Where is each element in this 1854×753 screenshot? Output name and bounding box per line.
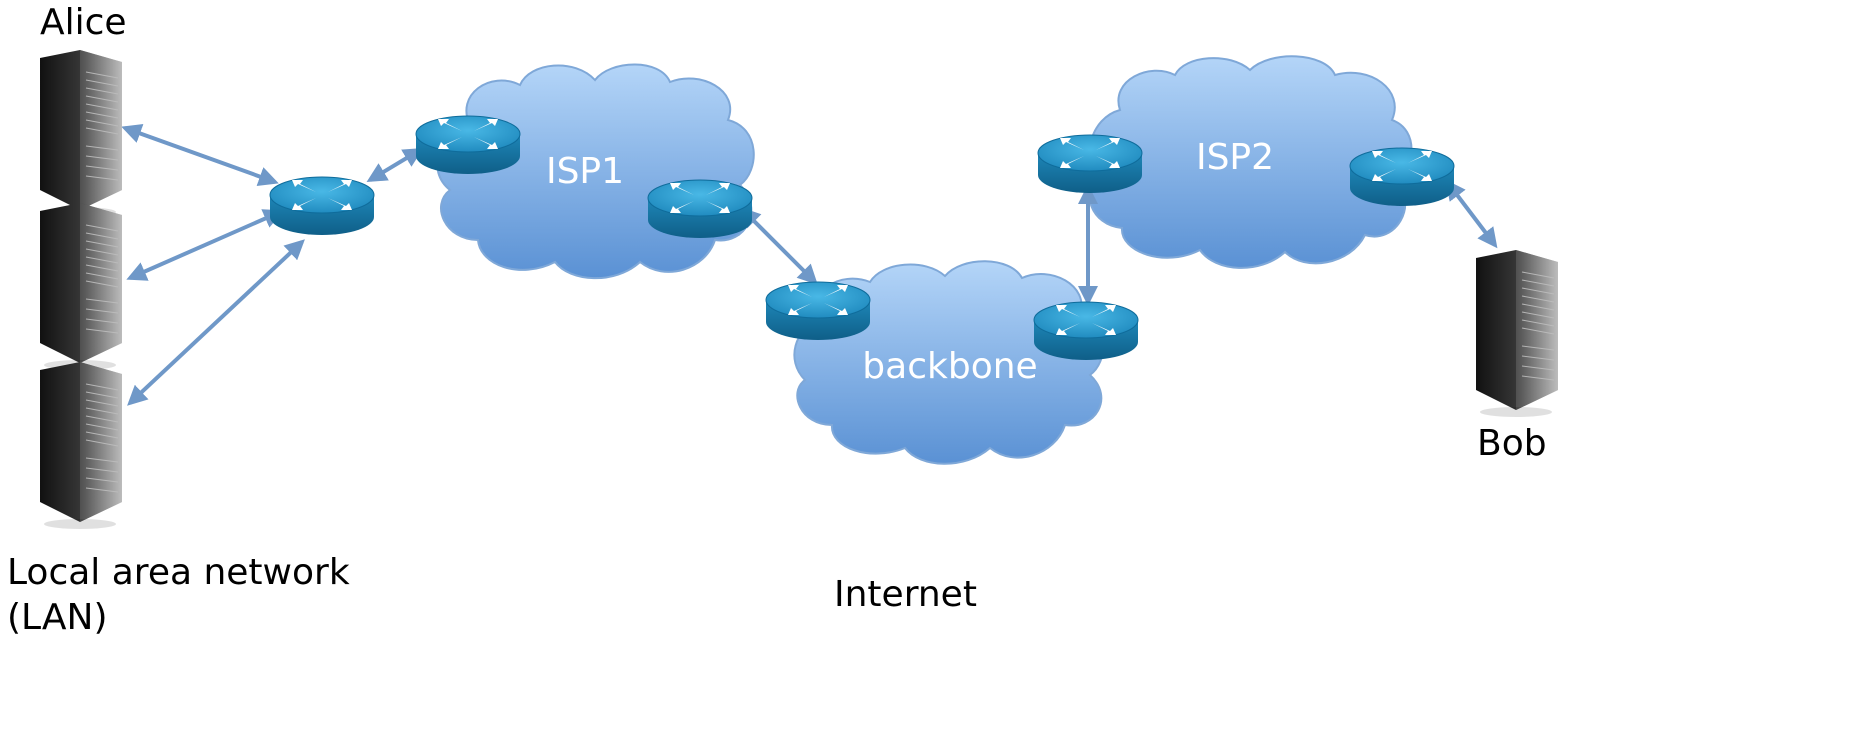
- link-server3-lan-router: [127, 239, 305, 406]
- alice-label: Alice: [40, 2, 127, 43]
- isp1-backbone-router: [647, 179, 753, 239]
- link-server2-lan-router: [126, 209, 284, 281]
- lan-label-line1: Local area network: [7, 552, 350, 593]
- link-isp1-backbone: [740, 207, 818, 285]
- bob-server: [1475, 249, 1559, 418]
- backbone-router-west: [765, 281, 871, 341]
- link-lan-isp1: [366, 147, 424, 183]
- isp1-edge-router: [415, 115, 521, 175]
- backbone-label: backbone: [862, 346, 1037, 387]
- lan-label-line2: (LAN): [7, 597, 108, 638]
- isp2-cloud: ISP2: [1088, 55, 1413, 269]
- backbone-router-east: [1033, 301, 1139, 361]
- alice-server: [39, 49, 123, 218]
- isp2-backbone-router: [1037, 134, 1143, 194]
- isp1-label: ISP1: [546, 151, 624, 192]
- isp2-edge-router: [1349, 147, 1455, 207]
- lan-router: [269, 176, 375, 236]
- bob-label: Bob: [1477, 423, 1547, 464]
- internet-label: Internet: [834, 574, 977, 615]
- lan-server-2: [39, 202, 123, 371]
- backbone-cloud: backbone: [793, 260, 1104, 465]
- link-alice-lan-router: [121, 124, 279, 186]
- link-isp2-bob: [1445, 179, 1498, 249]
- isp2-label: ISP2: [1196, 137, 1274, 178]
- lan-server-3: [39, 361, 123, 530]
